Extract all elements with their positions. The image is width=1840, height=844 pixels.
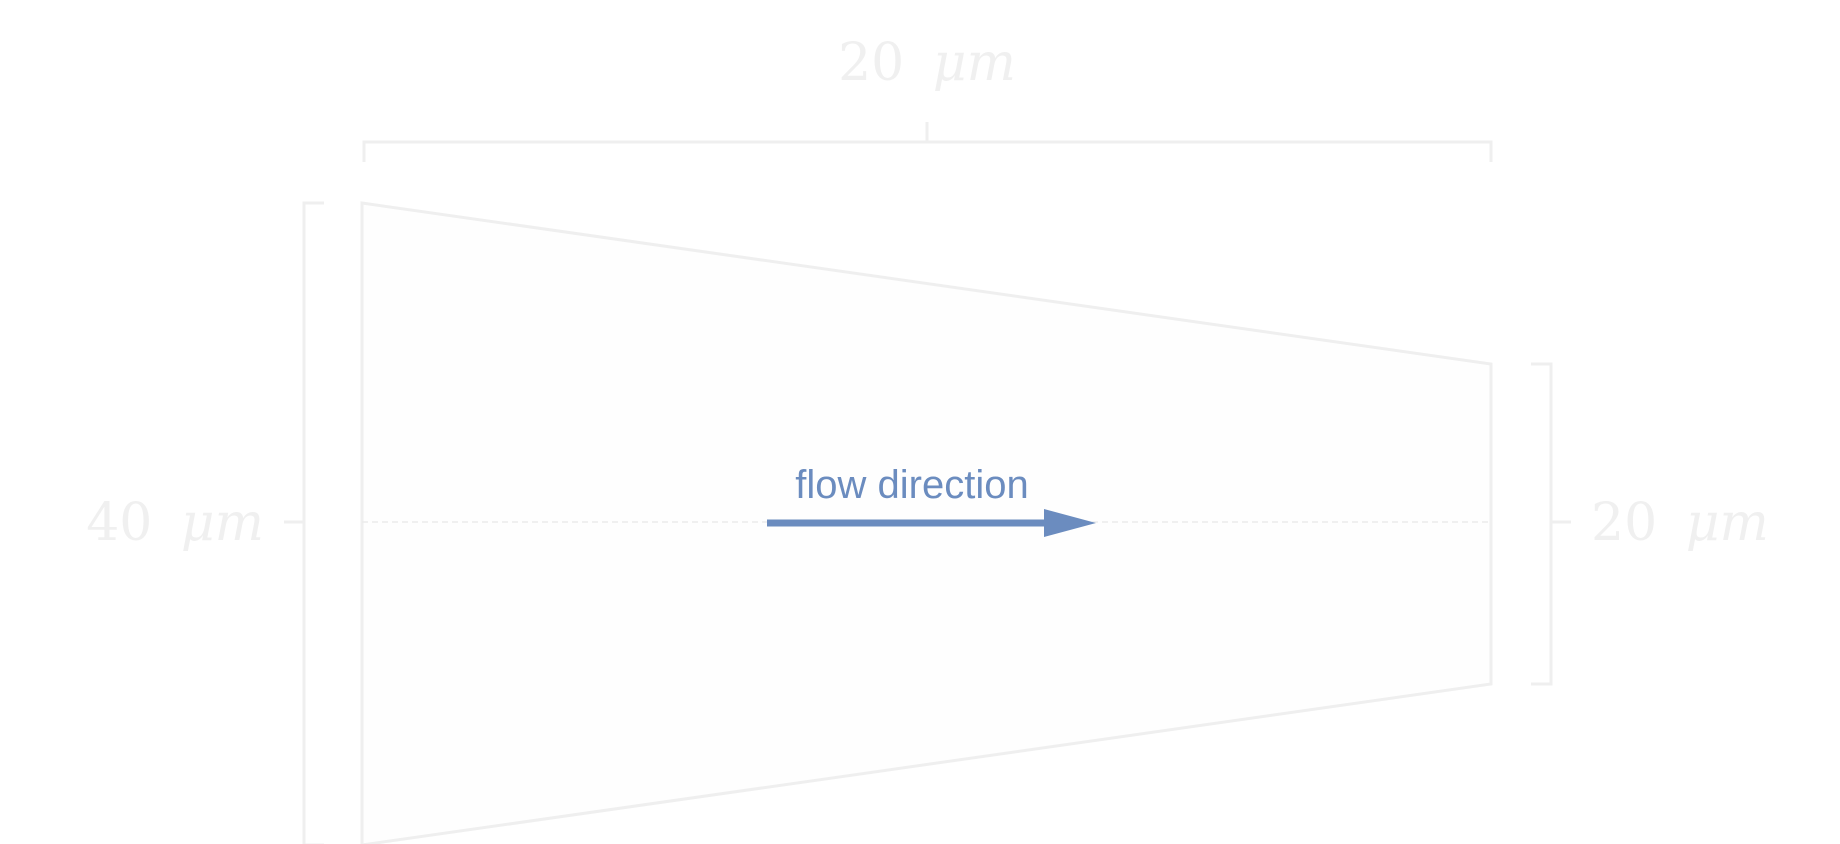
outlet-height-value: 20 (1591, 493, 1657, 553)
inlet-height-bracket (284, 201, 324, 844)
inlet-height-unit: μm (181, 493, 264, 553)
top-width-unit: μm (933, 33, 1016, 93)
outlet-height-label: 20 μm (1591, 493, 1769, 553)
top-width-value: 20 (838, 33, 904, 93)
flow-direction-label: flow direction (795, 463, 1028, 507)
top-width-bracket (362, 122, 1493, 162)
flow-arrow (767, 509, 1096, 537)
outlet-height-unit: μm (1686, 493, 1769, 553)
inlet-height-label: 40 μm (86, 493, 264, 553)
inlet-height-value: 40 (86, 493, 152, 553)
top-width-label: 20 μm (838, 33, 1016, 93)
outlet-height-bracket (1531, 362, 1571, 686)
